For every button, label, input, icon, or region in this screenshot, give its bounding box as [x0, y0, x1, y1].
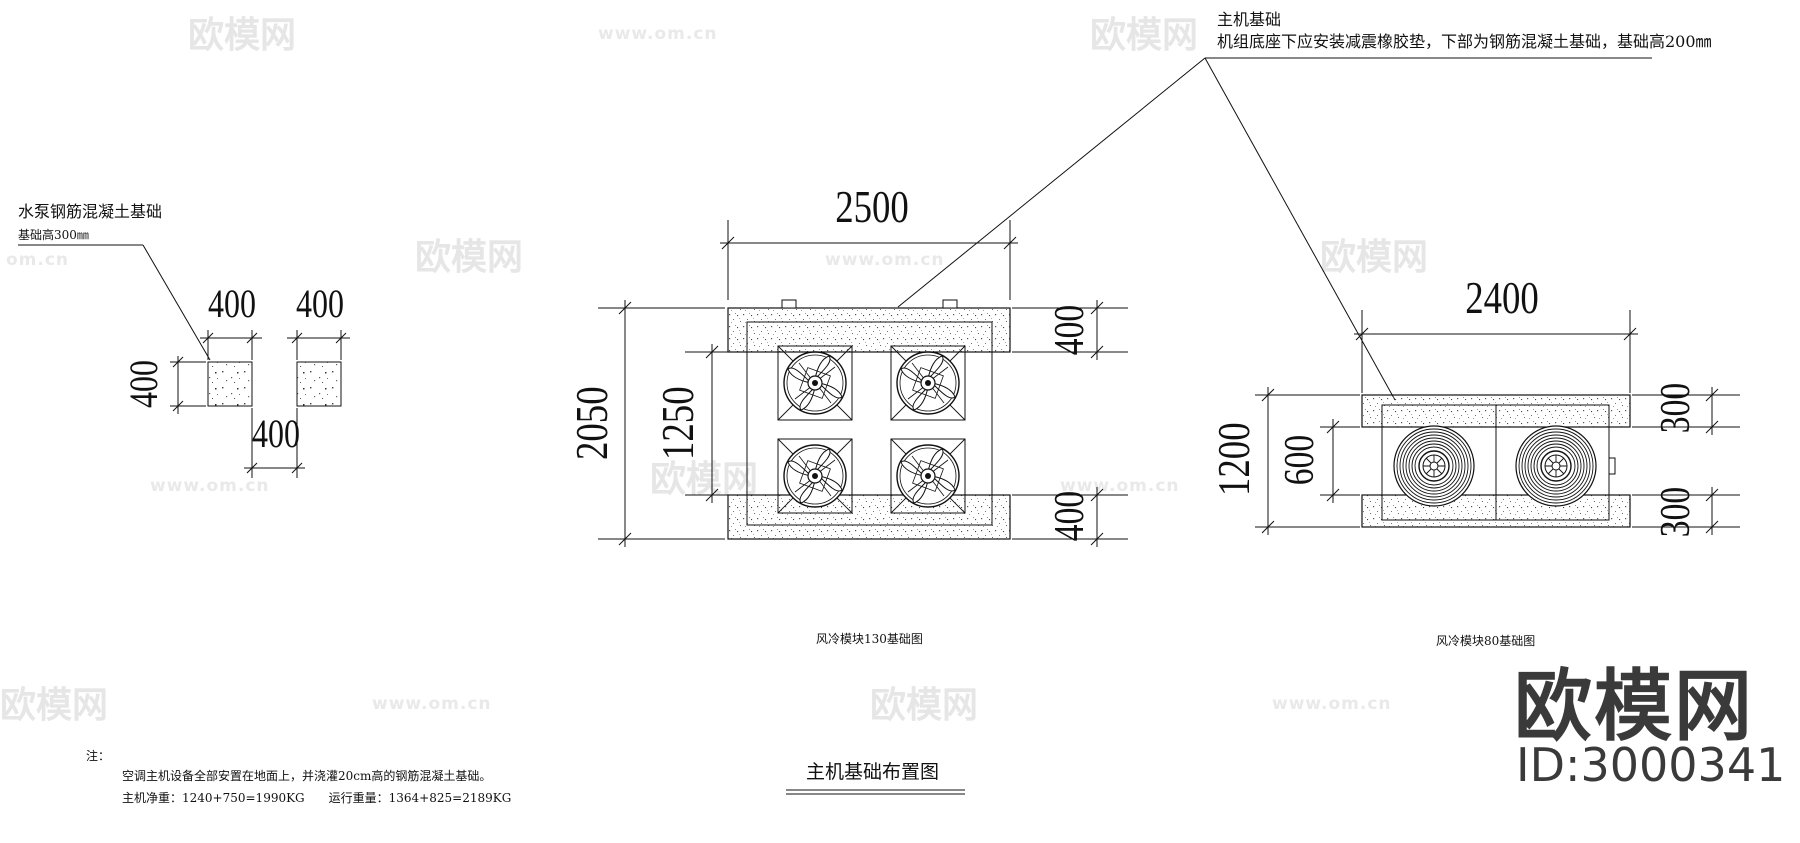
pump-foundation-drawing — [170, 330, 350, 478]
main-foundation-title: 主机基础 — [1217, 10, 1282, 29]
dim-80-total-width: 2400 — [1465, 272, 1539, 323]
watermark-brand: 欧模网 — [0, 685, 109, 726]
leader-lines — [18, 57, 1652, 401]
dim-block-height: 400 — [121, 360, 166, 408]
main-foundation-desc: 机组底座下应安装减震橡胶垫，下部为钢筋混凝土基础，基础高200㎜ — [1217, 32, 1712, 51]
watermark-brand: 欧模网 — [1320, 237, 1429, 278]
watermark-site: www.om.cn — [1272, 694, 1392, 714]
brand-logo-text: 欧模网 — [1514, 662, 1755, 752]
dim-130-top-strip: 400 — [1047, 304, 1093, 356]
module-80-drawing — [1255, 310, 1740, 535]
watermark-site: www.om.cn — [150, 476, 270, 496]
watermark-brand: 欧模网 — [188, 15, 297, 56]
watermark-brand: 欧模网 — [650, 459, 759, 500]
notes-label: 注： — [86, 749, 111, 763]
dim-block-width-2: 400 — [296, 281, 344, 326]
dim-130-total-height: 2050 — [566, 386, 617, 460]
pump-foundation-title: 水泵钢筋混凝土基础 — [18, 202, 163, 221]
dim-130-bottom-strip: 400 — [1047, 490, 1093, 542]
watermark-site: www.om.cn — [1060, 476, 1180, 496]
brand-id: ID:3000341 — [1516, 738, 1786, 792]
layout-title: 主机基础布置图 — [806, 761, 940, 783]
dim-80-inner-height: 600 — [1277, 434, 1323, 486]
caption-module-80: 风冷模块80基础图 — [1436, 634, 1536, 648]
dim-80-bottom-strip: 300 — [1653, 486, 1699, 538]
watermark-brand: 欧模网 — [1090, 15, 1199, 56]
dim-block-gap: 400 — [252, 411, 300, 456]
dim-80-total-height: 1200 — [1208, 422, 1259, 496]
notes-line-2: 主机净重：1240+750=1990KG 运行重量：1364+825=2189K… — [122, 791, 512, 805]
watermark-site: www.om.cn — [372, 694, 492, 714]
watermark-brand: 欧模网 — [870, 685, 979, 726]
watermark-site: om.cn — [6, 250, 70, 270]
watermark-site: www.om.cn — [598, 24, 718, 44]
dim-block-width-1: 400 — [208, 281, 256, 326]
title-underline — [786, 789, 965, 795]
dim-80-top-strip: 300 — [1653, 382, 1699, 434]
caption-module-130: 风冷模块130基础图 — [816, 632, 923, 646]
notes-line-1: 空调主机设备全部安置在地面上，并浇灌20cm高的钢筋混凝土基础。 — [122, 769, 492, 783]
watermark-brand: 欧模网 — [415, 237, 524, 278]
pump-foundation-desc: 基础高300㎜ — [18, 228, 89, 242]
dim-130-inner-height: 1250 — [652, 386, 703, 460]
watermark-site: www.om.cn — [825, 250, 945, 270]
module-130-drawing — [598, 220, 1128, 547]
dim-130-total-width: 2500 — [835, 181, 909, 232]
